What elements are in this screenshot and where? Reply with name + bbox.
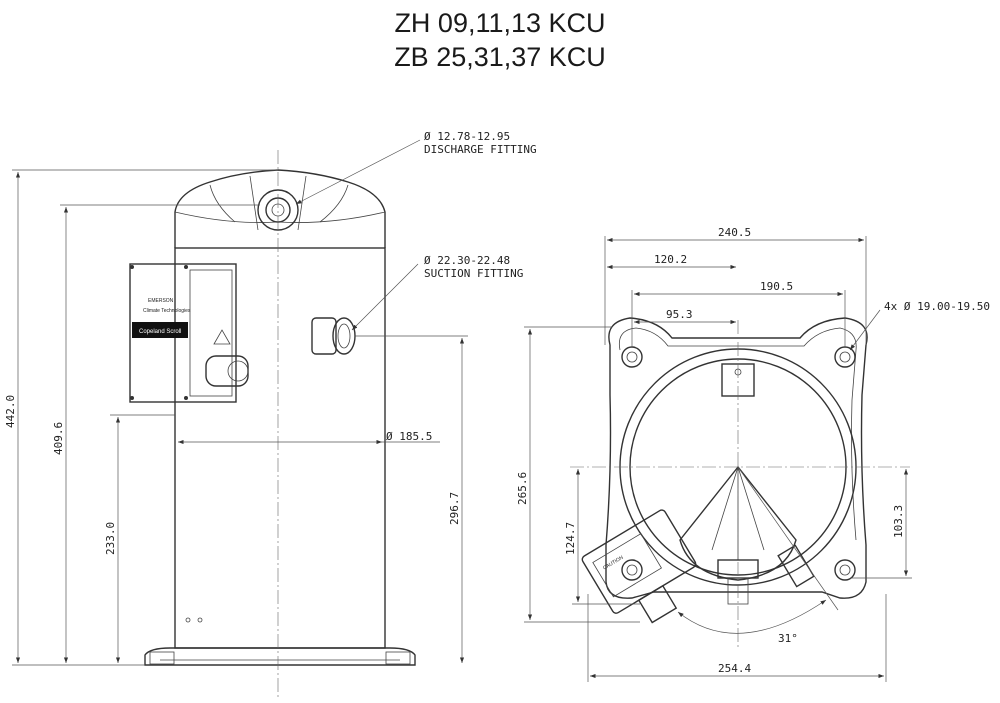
title-line-1: ZH 09,11,13 KCU: [394, 8, 606, 38]
top-terminal-box: CAUTION: [581, 509, 697, 624]
terminal-box: EMERSON Climate Technologies Copeland Sc…: [129, 263, 249, 403]
suction-fitting: [311, 317, 356, 355]
discharge-label: DISCHARGE FITTING: [424, 143, 537, 156]
suction-diameter: Ø 22.30-22.48: [424, 254, 510, 267]
brand-sub-text: Climate Technologies: [143, 308, 191, 314]
dim-width-total: 240.5: [718, 226, 751, 239]
dim-body-diameter: Ø 185.5: [386, 430, 432, 443]
dim-hole-spacing: 190.5: [760, 280, 793, 293]
top-view: CAUTION 240.5 120.2 190.5 95.3 4x Ø 19.0…: [516, 226, 990, 682]
base-plate: [605, 317, 868, 599]
dim-depth-back: 103.3: [892, 505, 905, 538]
dim-height-box: 233.0: [104, 522, 117, 555]
dim-depth-total: 265.6: [516, 472, 529, 505]
cable-gland: [205, 355, 249, 387]
dim-height-suction: 296.7: [448, 492, 461, 525]
compressor-body: [174, 247, 386, 649]
dim-width-base: 254.4: [718, 662, 751, 675]
suction-label: SUCTION FITTING: [424, 267, 523, 280]
dim-half-hole-spacing: 95.3: [666, 308, 693, 321]
side-view: EMERSON Climate Technologies Copeland Sc…: [4, 130, 537, 700]
mount-hole-spec: 4x Ø 19.00-19.50: [884, 300, 990, 313]
dim-angle: 31°: [778, 632, 798, 645]
compressor-dome: [174, 169, 386, 248]
brand-label-text: Copeland Scroll: [139, 329, 181, 335]
dim-height-total: 442.0: [4, 395, 17, 428]
top-suction-stub: [777, 544, 815, 588]
discharge-diameter: Ø 12.78-12.95: [424, 130, 510, 143]
brand-small-text: EMERSON: [148, 298, 174, 304]
dim-half-width: 120.2: [654, 253, 687, 266]
dim-depth-front: 124.7: [564, 522, 577, 555]
dim-height-body: 409.6: [52, 422, 65, 455]
mounting-base: [144, 617, 416, 666]
title-line-2: ZB 25,31,37 KCU: [394, 42, 606, 72]
warning-icon: [213, 329, 231, 345]
brand-label-plate: [132, 322, 188, 338]
